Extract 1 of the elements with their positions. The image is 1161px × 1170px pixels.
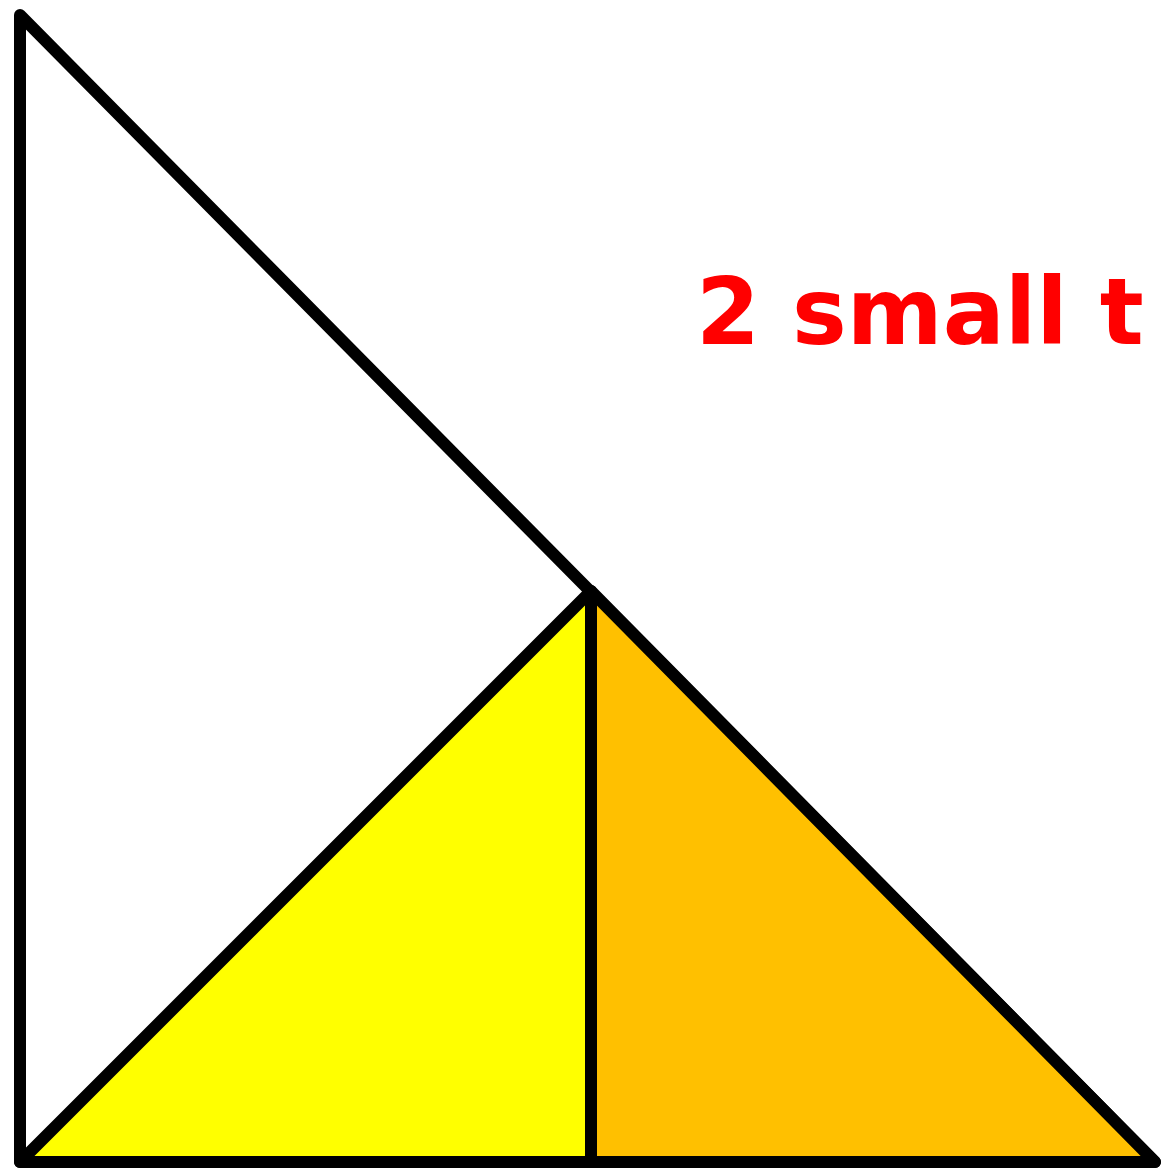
heading-text: 2 small t: [696, 262, 1144, 364]
